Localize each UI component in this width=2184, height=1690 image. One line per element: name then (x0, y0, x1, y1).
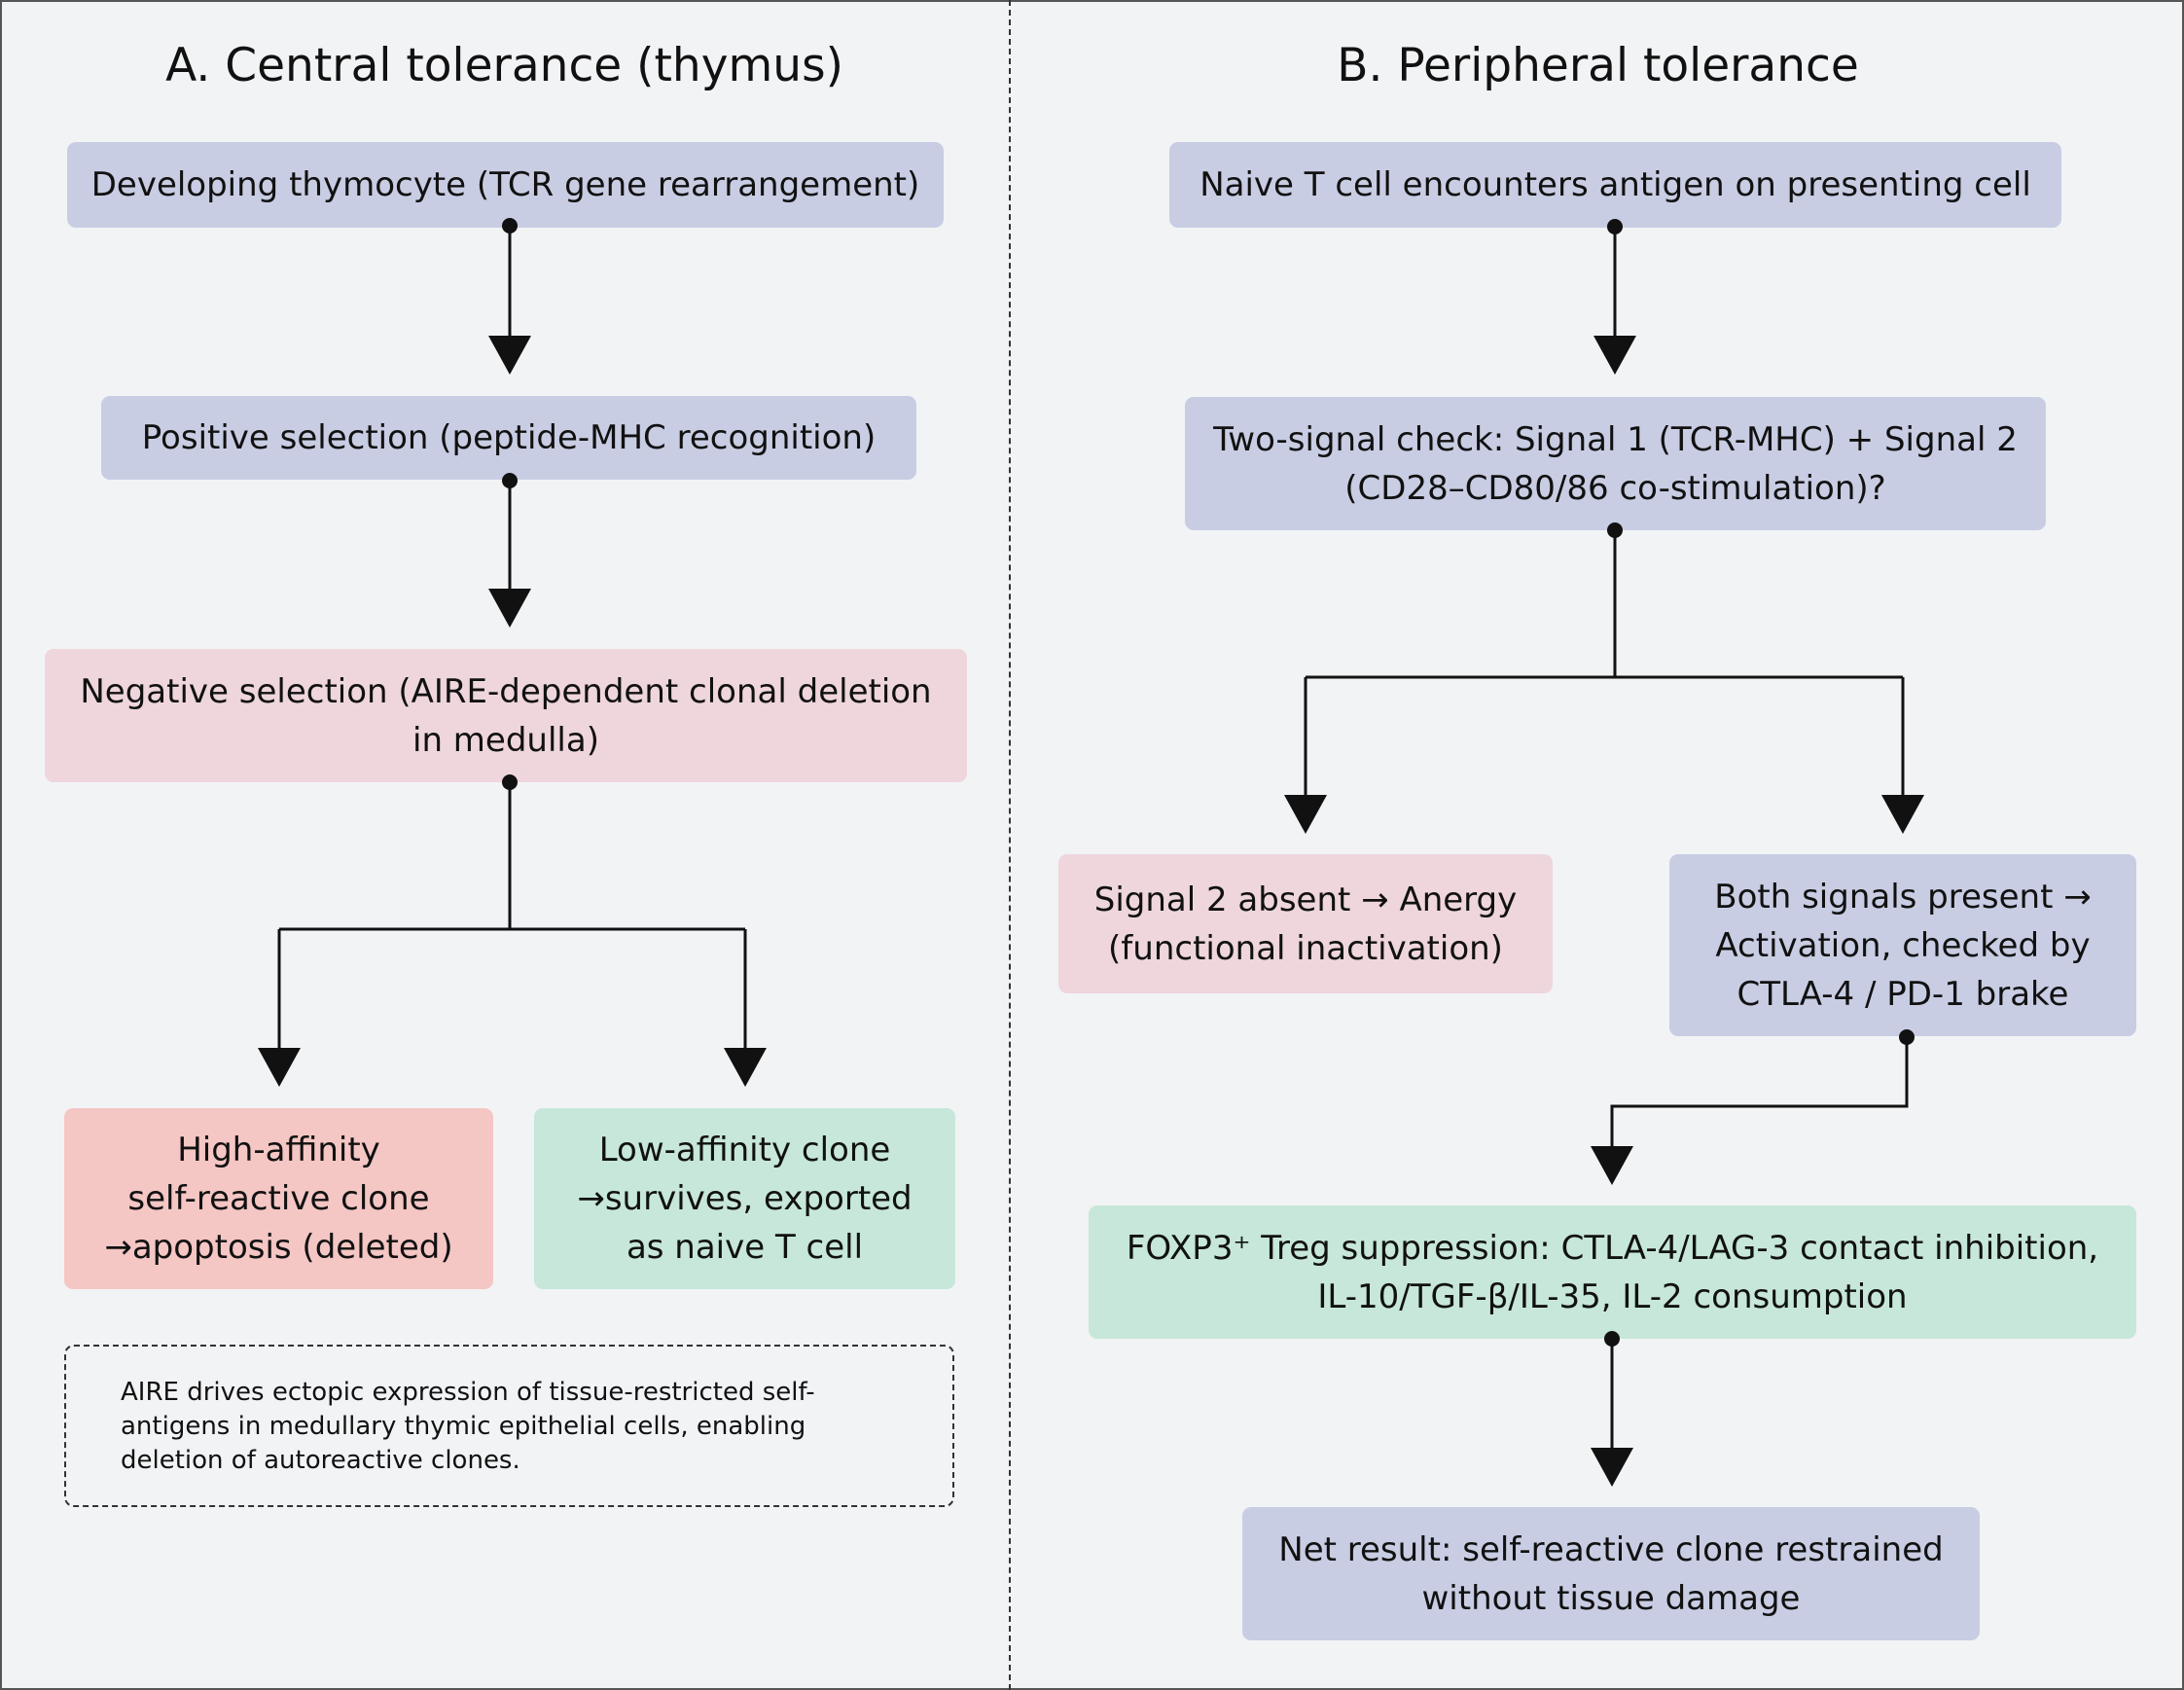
edge-two-signal-branch (1304, 530, 1905, 798)
connector-dot (1607, 522, 1623, 538)
arrowhead (1591, 1448, 1633, 1487)
arrowhead (488, 336, 531, 375)
arrowhead (1593, 336, 1636, 375)
arrowhead (488, 589, 531, 628)
arrowhead (1591, 1146, 1633, 1185)
arrowhead (1881, 795, 1924, 834)
connector-dot (1899, 1029, 1915, 1045)
connector-dot (1607, 219, 1623, 234)
arrowhead (724, 1048, 767, 1087)
node-naive-t-cell: Naive T cell encounters antigen on prese… (1169, 142, 2061, 228)
node-developing-thymocyte: Developing thymocyte (TCR gene rearrange… (67, 142, 944, 228)
node-activation: Both signals present → Activation, check… (1669, 854, 2136, 1036)
node-treg-suppression: FOXP3⁺ Treg suppression: CTLA-4/LAG-3 co… (1089, 1205, 2136, 1339)
arrowhead (1284, 795, 1327, 834)
edge-negative-branch (277, 782, 747, 1051)
node-two-signal-check: Two-signal check: Signal 1 (TCR-MHC) + S… (1185, 397, 2046, 530)
connector-dot (502, 473, 518, 488)
connector-dot (502, 218, 518, 234)
connector-dot (1604, 1331, 1620, 1347)
panel-b-title: B. Peripheral tolerance (1337, 39, 1859, 92)
node-low-affinity-clone: Low-affinity clone →survives, exported a… (534, 1108, 955, 1289)
node-anergy: Signal 2 absent → Anergy (functional ina… (1058, 854, 1553, 993)
node-net-result: Net result: self-reactive clone restrain… (1242, 1507, 1980, 1640)
connector-dot (502, 774, 518, 790)
aire-note: AIRE drives ectopic expression of tissue… (64, 1345, 954, 1507)
node-high-affinity-clone: High-affinity self-reactive clone →apopt… (64, 1108, 493, 1289)
node-positive-selection: Positive selection (peptide-MHC recognit… (101, 396, 916, 480)
node-negative-selection: Negative selection (AIRE-dependent clona… (45, 649, 967, 782)
panel-divider (1009, 0, 1011, 1690)
edge-activation-to-treg (1610, 1037, 1909, 1150)
arrowhead (258, 1048, 301, 1087)
panel-a-title: A. Central tolerance (thymus) (165, 39, 843, 92)
